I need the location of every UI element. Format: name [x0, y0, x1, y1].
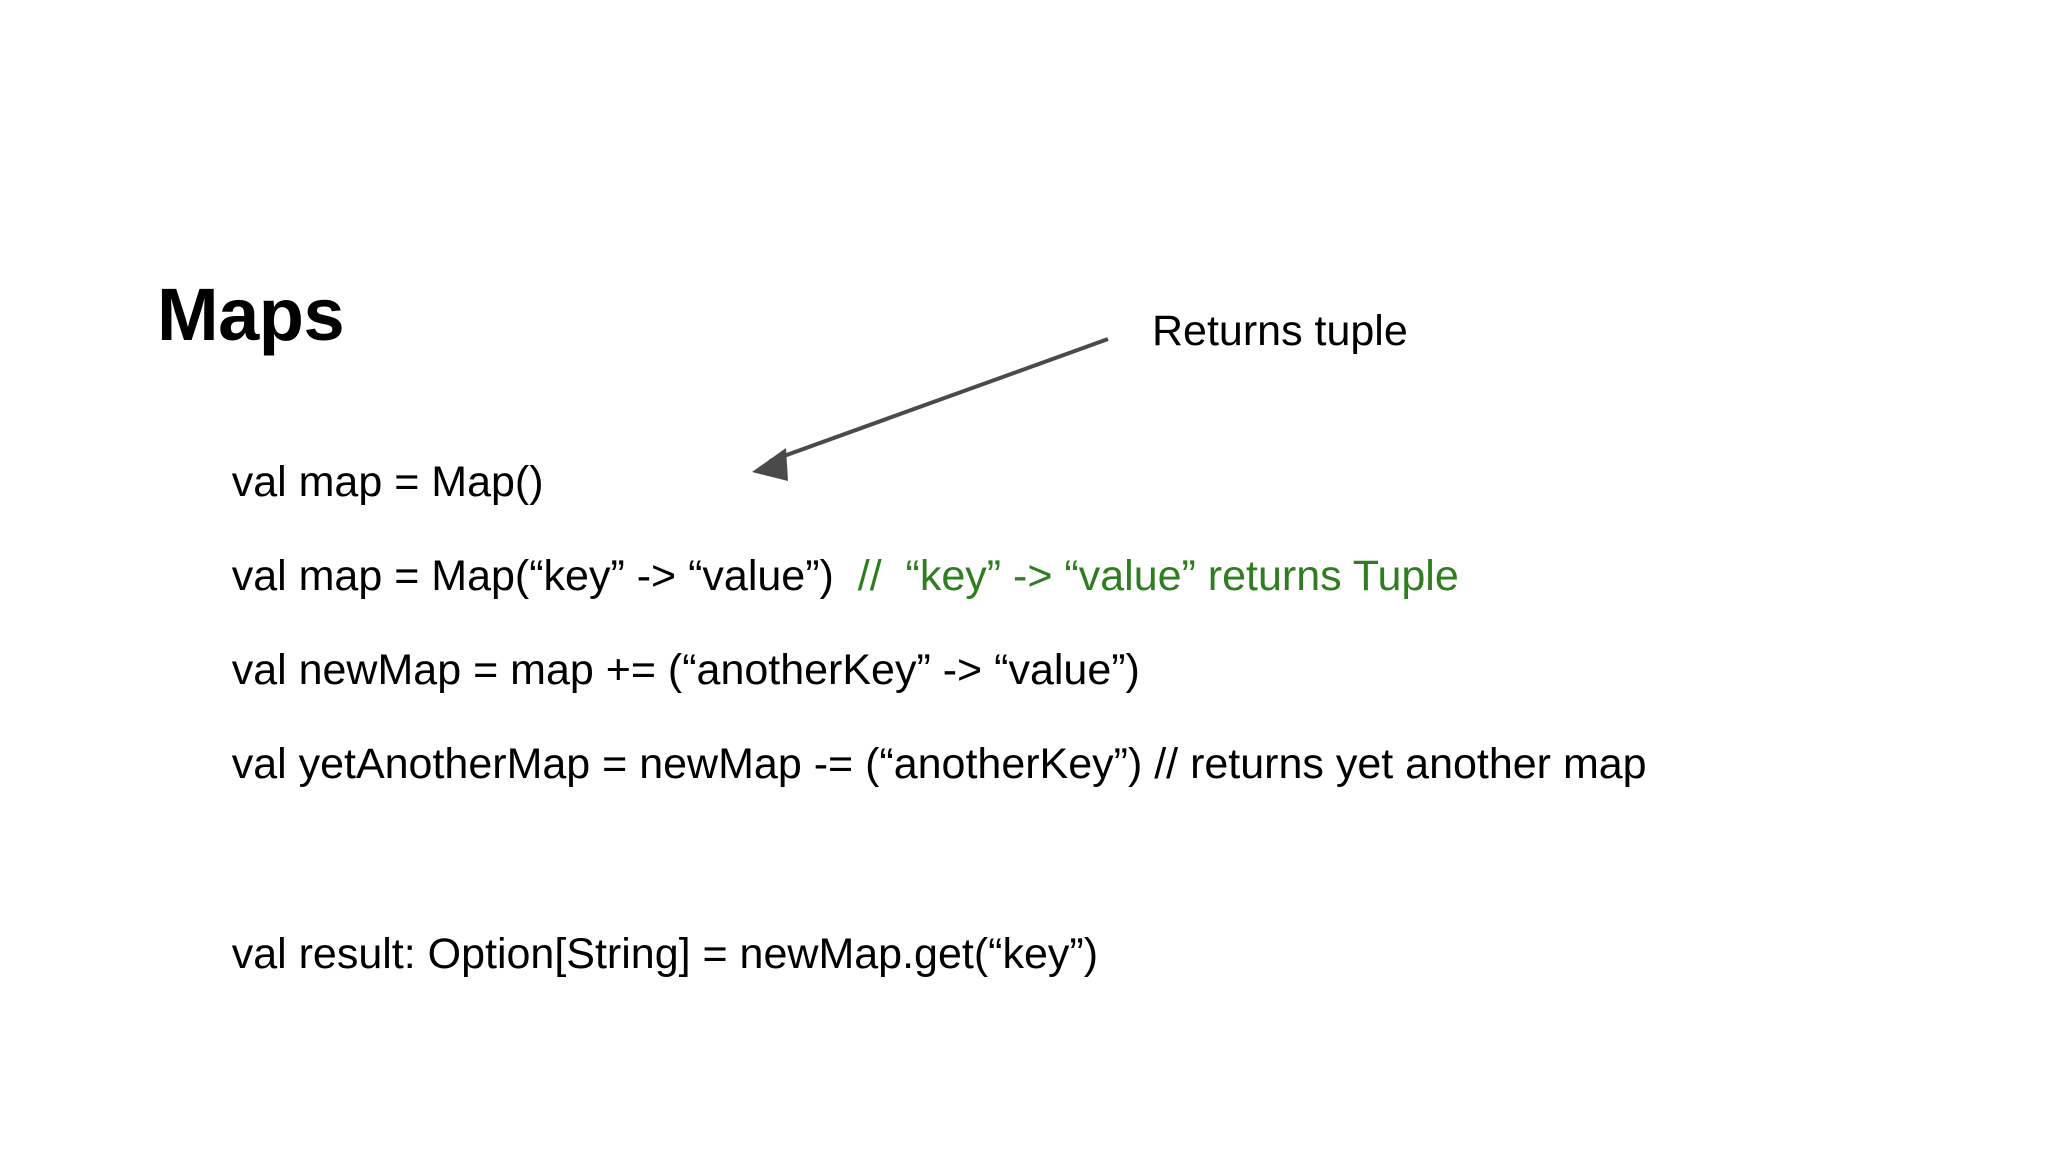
code-line: val result: Option[String] = newMap.get(…: [160, 890, 1960, 984]
code-line: val map = Map(): [160, 418, 1960, 512]
code-line: val yetAnotherMap = newMap -= (“anotherK…: [160, 700, 1960, 794]
code-line-text: val map = Map(): [231, 458, 544, 506]
code-line: val newMap = map += (“anotherKey” -> “va…: [160, 606, 1960, 700]
code-line-text: val map = Map(“key” -> “value”): [231, 552, 858, 600]
code-listing: val map = Map() val map = Map(“key” -> “…: [160, 418, 1960, 984]
annotation-label-returns-tuple: Returns tuple: [1152, 307, 1408, 355]
code-line-text: val yetAnotherMap = newMap -= (“anotherK…: [231, 740, 1647, 788]
page-title: Maps: [157, 273, 345, 356]
code-line-comment: // “key” -> “value” returns Tuple: [857, 552, 1459, 600]
code-line-text: val result: Option[String] = newMap.get(…: [231, 930, 1099, 978]
code-line: val map = Map(“key” -> “value”) // “key”…: [160, 512, 1960, 606]
code-line-text: val newMap = map += (“anotherKey” -> “va…: [231, 646, 1140, 694]
